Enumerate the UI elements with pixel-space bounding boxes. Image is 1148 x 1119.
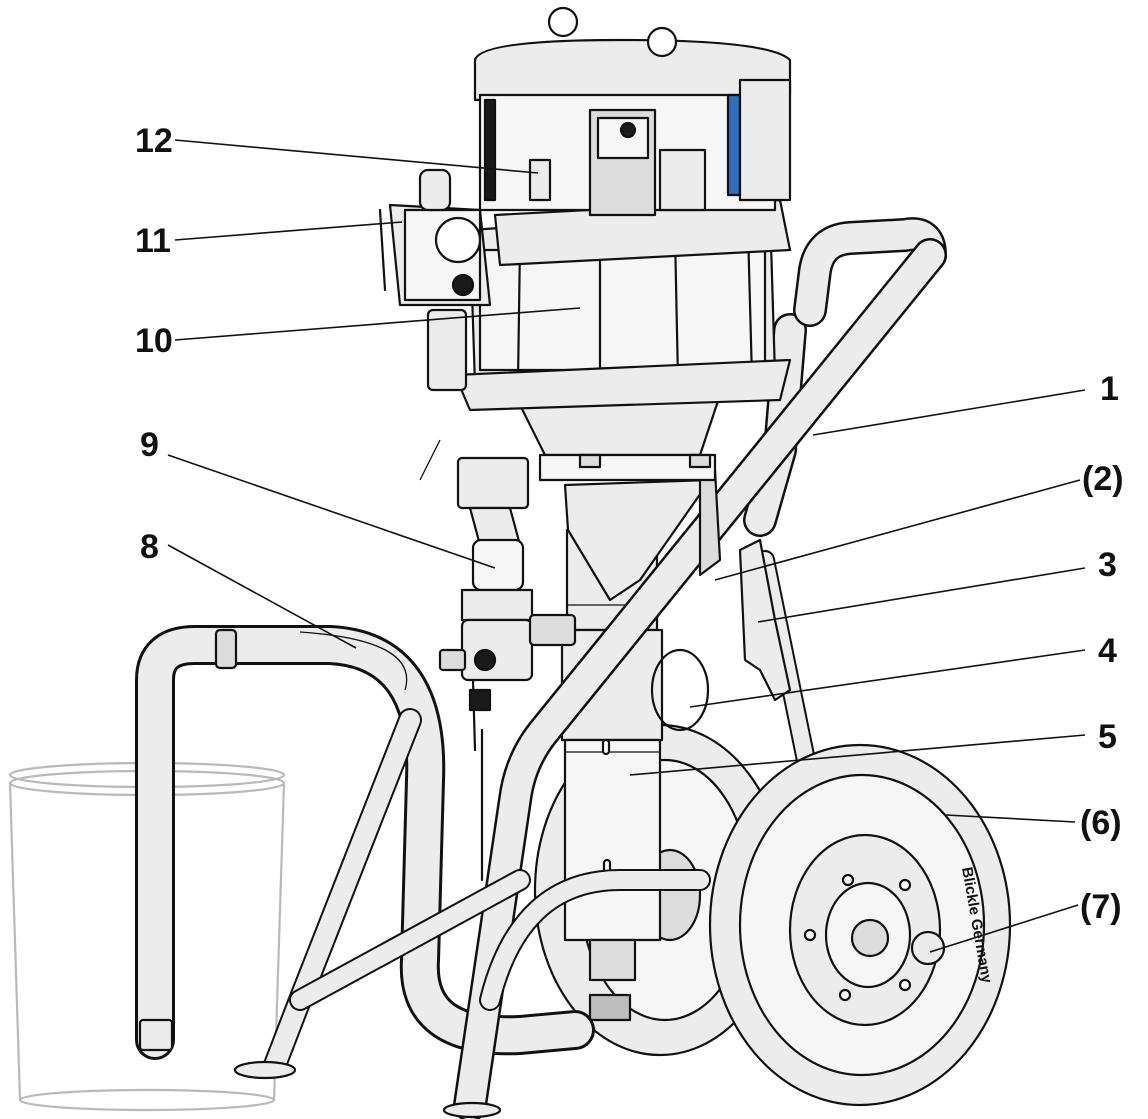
motor-head <box>473 6 792 217</box>
suction-hose <box>135 625 595 1060</box>
cart-frame <box>233 217 947 1119</box>
callout-4: 4 <box>1098 632 1117 670</box>
callout-3: 3 <box>1098 546 1117 584</box>
front-wheel: Blickle Germany <box>708 743 1012 1107</box>
callout-12: 12 <box>135 122 173 160</box>
callout-2: (2) <box>1082 460 1124 498</box>
callout-5: 5 <box>1098 718 1117 756</box>
callout-11: 11 <box>135 222 171 260</box>
callout-labels: 12 11 10 9 8 1 (2) 3 4 5 (6) (7) <box>135 122 1124 926</box>
air-motor <box>453 198 792 412</box>
callout-6: (6) <box>1080 804 1122 842</box>
control-unit <box>378 168 492 392</box>
leader-lines <box>167 139 1086 953</box>
pressure-valve <box>438 456 577 882</box>
callout-7: (7) <box>1080 888 1122 926</box>
callout-9: 9 <box>140 426 159 464</box>
pump-clamp <box>650 648 710 732</box>
callout-8: 8 <box>140 528 159 566</box>
callout-10: 10 <box>135 322 173 360</box>
gear-housing <box>513 393 722 482</box>
callout-1: 1 <box>1100 370 1119 408</box>
wall-bracket <box>738 538 792 702</box>
